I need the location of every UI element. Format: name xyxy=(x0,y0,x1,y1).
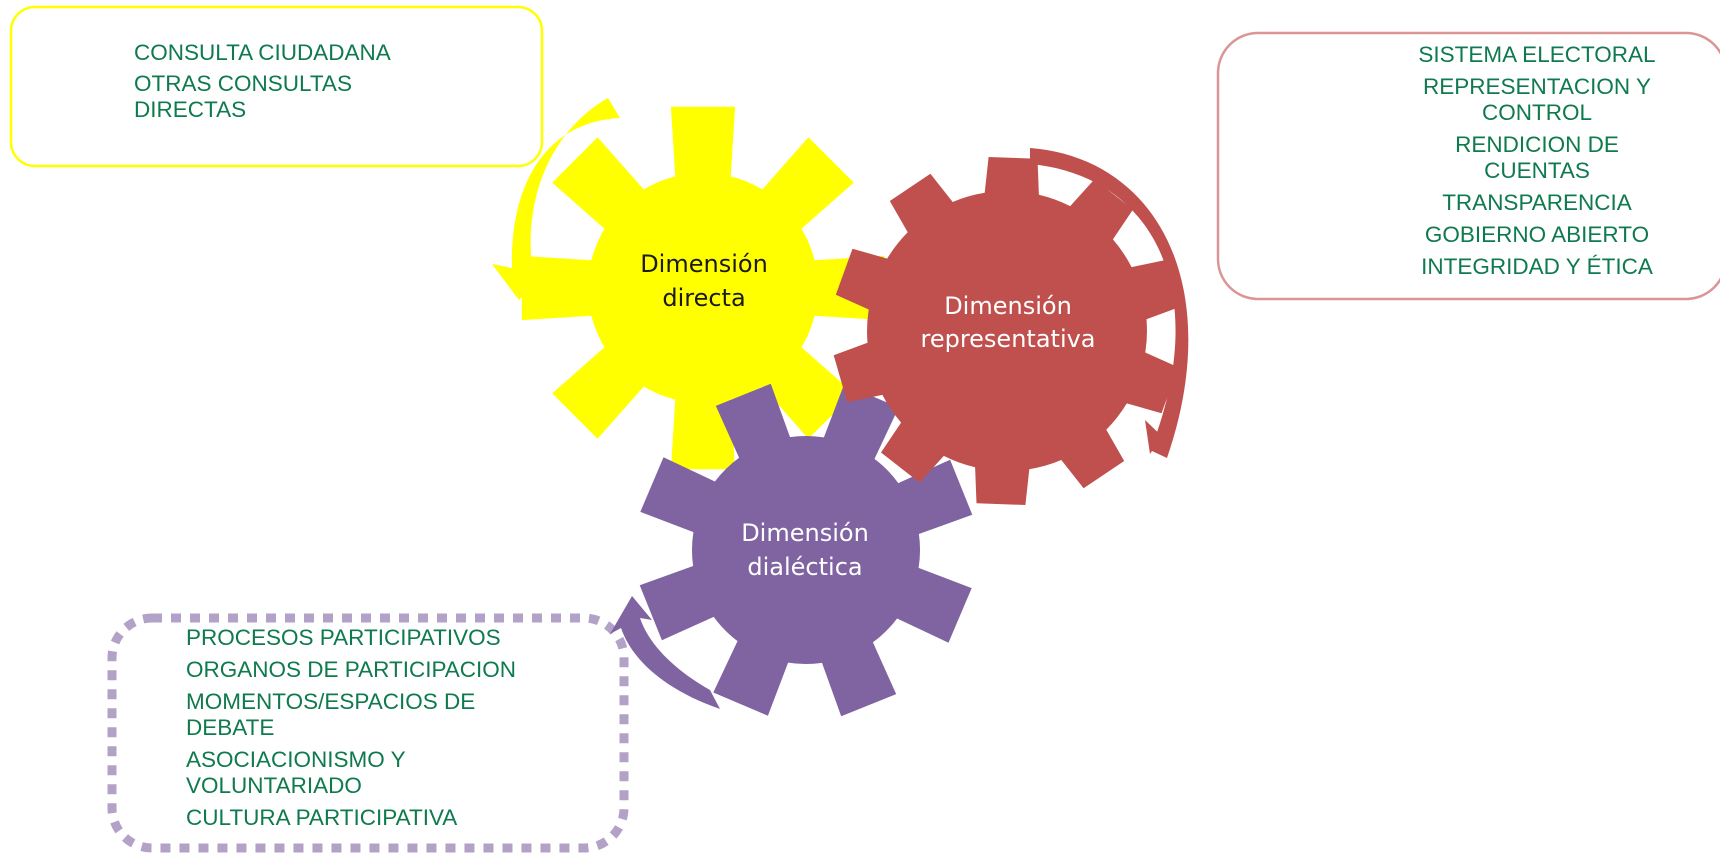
box-representative-border xyxy=(1216,31,1720,301)
gear-representative-label-line2: representativa xyxy=(920,325,1095,353)
list-item: GOBIERNO ABIERTO xyxy=(1424,222,1650,247)
box-direct-border xyxy=(9,5,544,168)
list-item: PROCESOS PARTICIPATIVOS xyxy=(186,625,501,650)
arrow-dialectic-icon xyxy=(610,596,720,709)
list-item: ASOCIACIONISMO Y VOLUNTARIADO xyxy=(186,747,406,798)
list-item: INTEGRIDAD Y ÉTICA xyxy=(1421,254,1653,279)
box-direct-list: CONSULTA CIUDADANA OTRAS CONSULTAS DIREC… xyxy=(134,40,534,128)
gear-representative-label-line1: Dimensión xyxy=(944,292,1072,320)
arrow-direct-icon xyxy=(492,98,620,300)
list-item: SISTEMA ELECTORAL xyxy=(1418,42,1656,67)
gear-dialectic-label-line1: Dimensión xyxy=(741,519,869,547)
list-item: OTRAS CONSULTAS DIRECTAS xyxy=(134,71,352,122)
box-dialectic-border xyxy=(107,613,629,853)
list-item: REPRESENTACION Y CONTROL xyxy=(1423,74,1651,125)
gear-dialectic xyxy=(639,383,973,717)
list-item: ORGANOS DE PARTICIPACION xyxy=(186,657,517,682)
gear-dialectic-shape xyxy=(639,383,973,717)
list-item: MOMENTOS/ESPACIOS DE DEBATE xyxy=(186,689,476,740)
box-dialectic-list: PROCESOS PARTICIPATIVOS ORGANOS DE PARTI… xyxy=(186,625,606,837)
box-representative-list: SISTEMA ELECTORAL REPRESENTACION Y CONTR… xyxy=(1412,42,1662,286)
gear-dialectic-label-line2: dialéctica xyxy=(747,553,862,581)
arrow-representative-icon xyxy=(1030,148,1189,458)
gear-representative xyxy=(833,157,1181,505)
gear-representative-shape xyxy=(833,157,1181,505)
gear-direct-shape xyxy=(521,106,885,470)
list-item: RENDICION DE CUENTAS xyxy=(1455,132,1619,183)
gear-direct-label-line1: Dimensión xyxy=(640,250,768,278)
list-item: TRANSPARENCIA xyxy=(1442,190,1632,215)
list-item: CULTURA PARTICIPATIVA xyxy=(186,805,458,830)
gear-direct-label-line2: directa xyxy=(662,284,745,312)
gear-direct xyxy=(521,106,885,470)
list-item: CONSULTA CIUDADANA xyxy=(134,40,391,65)
